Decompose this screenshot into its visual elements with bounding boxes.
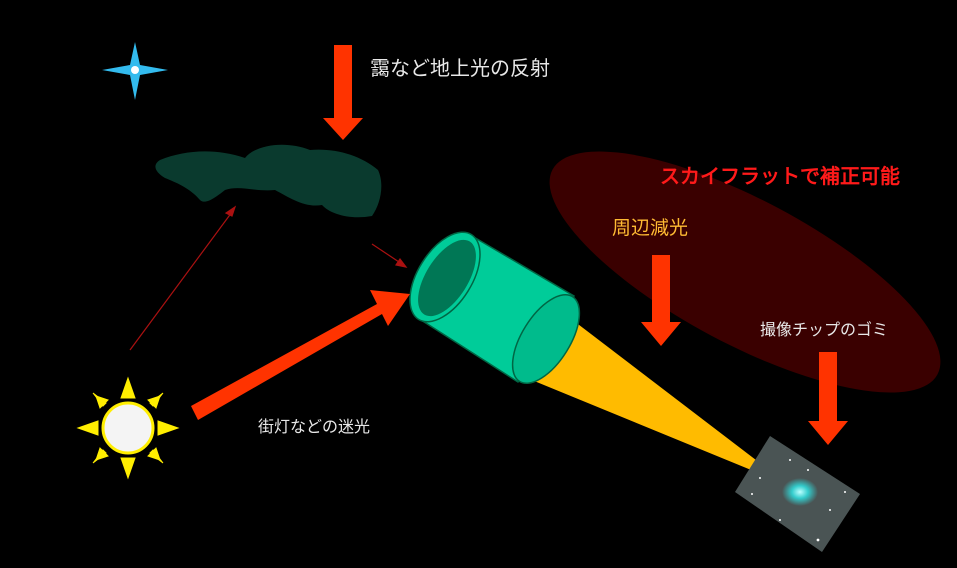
sky-flat-region (549, 151, 941, 393)
haze-reflection-label: 靄など地上光の反射 (370, 56, 550, 80)
stray-light-label: 街灯などの迷光 (258, 417, 371, 436)
sensor-dust-label: 撮像チップのゴミ (760, 320, 889, 339)
sensor-chip-image (735, 436, 860, 552)
light-cone (522, 318, 790, 486)
sky-flat-label: スカイフラットで補正可能 (660, 164, 900, 188)
arrow-haze (323, 45, 363, 140)
cloud-shape (155, 144, 382, 218)
vignetting-label: 周辺減光 (612, 217, 689, 239)
sun-icon (76, 376, 180, 480)
arrow-vignetting (641, 255, 681, 346)
star-icon (102, 42, 168, 100)
reflection-ray (129, 205, 408, 351)
arrow-sensor-dust (808, 352, 848, 445)
telescope (409, 231, 581, 385)
arrow-stray-light (191, 290, 410, 420)
